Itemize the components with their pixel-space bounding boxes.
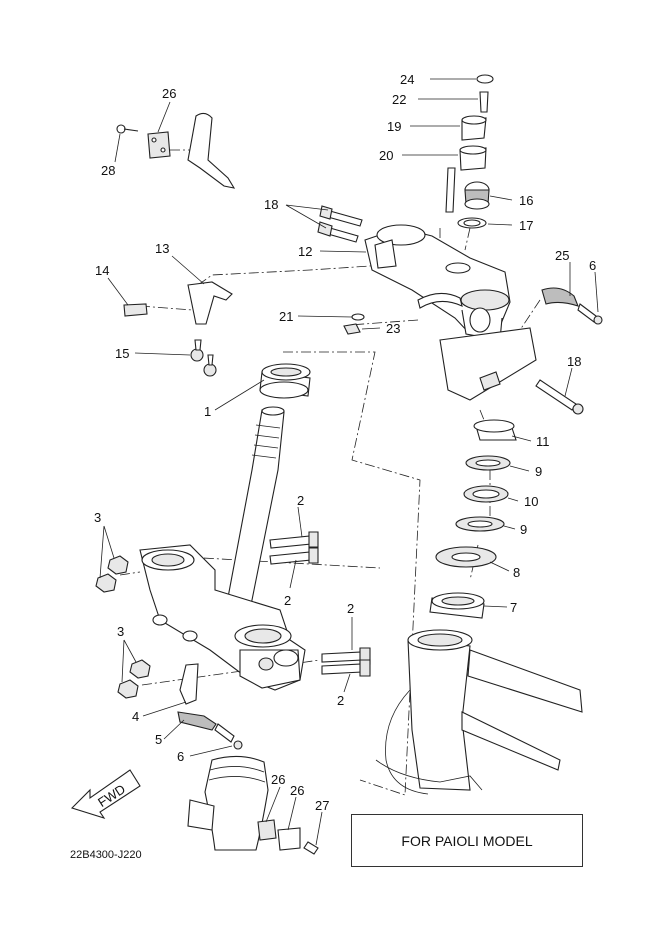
- callout-23: 23: [386, 321, 400, 336]
- callout-16: 16: [519, 193, 533, 208]
- callout-numbers: 24 22 19 20 16 17 18 12 25 6 18 26 28 13…: [94, 72, 596, 813]
- lower-bracket-nuts: [95, 555, 151, 699]
- callout-5: 5: [155, 732, 162, 747]
- bearing: [259, 363, 311, 399]
- upper-bracket-bolts: [317, 205, 363, 243]
- callout-6-top: 6: [589, 258, 596, 273]
- forward-direction-arrow: FWD: [70, 769, 141, 819]
- callout-3-b: 3: [117, 624, 124, 639]
- callout-18-top: 18: [264, 197, 278, 212]
- callout-24: 24: [400, 72, 414, 87]
- diagram-code: 22B4300-J220: [70, 849, 142, 861]
- callout-8: 8: [513, 565, 520, 580]
- callout-10: 10: [524, 494, 538, 509]
- callout-21: 21: [279, 309, 293, 324]
- callout-9-a: 9: [535, 464, 542, 479]
- callout-28: 28: [101, 163, 115, 178]
- leader-lines: [99, 78, 599, 846]
- right-clamp-assembly: [439, 287, 603, 415]
- callout-11: 11: [536, 434, 550, 449]
- callout-19: 19: [387, 119, 401, 134]
- callout-7: 7: [510, 600, 517, 615]
- callout-18-right: 18: [567, 354, 581, 369]
- callout-2-b: 2: [284, 593, 291, 608]
- handlebar-bracket-assembly: [116, 112, 236, 189]
- callout-9-b: 9: [520, 522, 527, 537]
- callout-26-bottom-b: 26: [290, 783, 304, 798]
- callout-6-bottom: 6: [177, 749, 184, 764]
- callout-22: 22: [392, 92, 406, 107]
- steering-stem-lower-bracket: [139, 406, 306, 691]
- callout-4: 4: [132, 709, 139, 724]
- cable-guide-bracket: [123, 281, 233, 377]
- callout-2-c: 2: [347, 601, 354, 616]
- callout-1: 1: [204, 404, 211, 419]
- callout-2-a: 2: [297, 493, 304, 508]
- frame-head-pipe: [375, 629, 583, 795]
- callout-26-bottom-a: 26: [271, 772, 285, 787]
- fork-boot-lower: [187, 755, 319, 855]
- lower-bracket-bolts: [269, 531, 371, 677]
- callout-20: 20: [379, 148, 393, 163]
- hose-bracket-assembly: [177, 663, 243, 750]
- callout-14: 14: [95, 263, 109, 278]
- washer-and-nut: [343, 313, 365, 335]
- callout-15: 15: [115, 346, 129, 361]
- handlebar-clamps: [445, 74, 494, 229]
- callout-13: 13: [155, 241, 169, 256]
- callout-17: 17: [519, 218, 533, 233]
- bearing-stack: [429, 419, 517, 619]
- callout-25: 25: [555, 248, 569, 263]
- model-note-box: FOR PAIOLI MODEL: [351, 814, 583, 867]
- callout-27: 27: [315, 798, 329, 813]
- callout-12: 12: [298, 244, 312, 259]
- callout-26-top: 26: [162, 86, 176, 101]
- callout-2-d: 2: [337, 693, 344, 708]
- callout-3-a: 3: [94, 510, 101, 525]
- upper-bracket: [364, 224, 511, 341]
